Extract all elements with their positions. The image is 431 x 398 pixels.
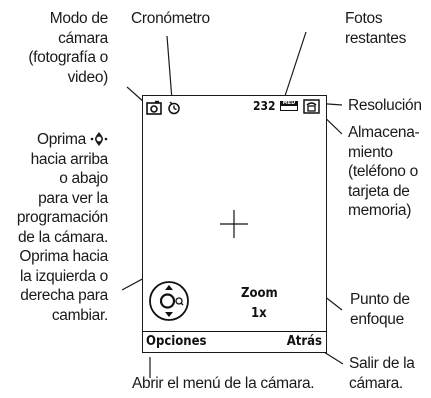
- resolution-icon: MED: [280, 101, 298, 111]
- right-softkey-back[interactable]: Atrás: [286, 334, 322, 349]
- zoom-value: 1x: [251, 306, 267, 321]
- photos-remaining-count: 232: [253, 99, 276, 113]
- callout-exit: Salir de la cámara.: [349, 355, 415, 392]
- callout-timer: Cronómetro: [131, 10, 210, 27]
- callout-open-menu: Abrir el menú de la cámara.: [132, 375, 315, 392]
- nav-ring-zoom-icon: [149, 281, 189, 321]
- leader-timer: [166, 35, 173, 101]
- callout-resolution: Resolución: [348, 97, 422, 114]
- timer-icon: [168, 101, 180, 115]
- callout-storage: Almacena- miento (teléfono o tarjeta de …: [348, 124, 420, 219]
- callout-photos-left: Fotos restantes: [345, 10, 407, 47]
- callout-nav-help: Oprima hacia arriba o abajo para ver la …: [16, 131, 108, 324]
- left-softkey-options[interactable]: Opciones: [146, 334, 207, 349]
- softkey-bar: Opciones Atrás: [143, 331, 326, 352]
- callout-camera-mode: Modo de cámara (fotografía o video): [28, 10, 108, 86]
- focus-crosshair-icon: [220, 210, 248, 238]
- nav-key-icon: [90, 132, 108, 146]
- zoom-label: Zoom: [241, 286, 278, 301]
- phone-storage-icon: [303, 99, 320, 114]
- resolution-badge-text: MED: [281, 100, 297, 106]
- camera-mode-icon: [146, 100, 162, 115]
- callout-focus-point: Punto de enfoque: [350, 291, 410, 328]
- phone-screen: 232 MED Zoom 1x Opciones Atrás: [142, 95, 327, 353]
- leader-photos-left: [283, 31, 307, 100]
